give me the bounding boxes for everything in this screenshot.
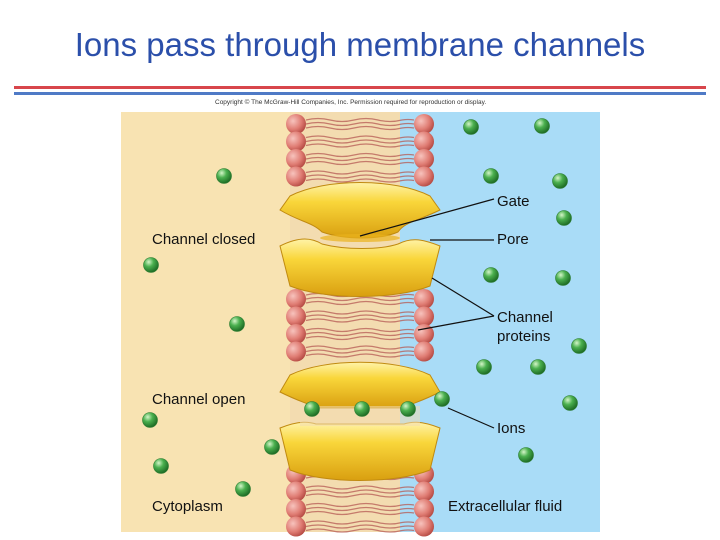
lipid-tail	[305, 310, 415, 315]
lipid-head	[414, 306, 434, 327]
lipid-tail	[305, 117, 415, 123]
lipid-tail	[305, 160, 415, 166]
lipid-head	[286, 166, 306, 187]
label-ions: Ions	[497, 420, 526, 437]
lipid-tail	[305, 349, 415, 354]
lipid-tail	[305, 489, 415, 494]
lipid-tail	[305, 156, 415, 162]
ion	[264, 439, 280, 455]
ion	[534, 118, 550, 134]
lipid-tail	[305, 327, 415, 333]
lipid-tail	[305, 528, 415, 533]
lipid-tail	[305, 139, 415, 144]
lipid-tail	[305, 345, 415, 350]
lipid-tail	[305, 296, 415, 302]
lipid-tail	[305, 300, 415, 306]
lipid-head	[414, 149, 434, 169]
label-channel-closed: Channel closed	[152, 231, 256, 248]
ion	[530, 359, 546, 375]
lipid-tail	[305, 331, 415, 337]
lipid-head	[414, 166, 434, 187]
lipid-tail	[305, 143, 415, 148]
channel-protein-open	[279, 361, 441, 481]
lipid-head	[286, 289, 306, 309]
channel-protein-closed	[279, 182, 441, 297]
ion	[552, 173, 568, 189]
lipid-tail	[305, 178, 415, 183]
lipid-head	[286, 481, 306, 502]
lipid-tail	[305, 524, 415, 529]
ion	[400, 401, 416, 417]
lipid-tail	[305, 170, 415, 175]
lipid-head	[286, 499, 306, 519]
ion	[555, 270, 571, 286]
ion	[556, 210, 572, 226]
ion	[571, 338, 587, 354]
title-divider-blue	[14, 92, 706, 95]
leader-lines	[359, 198, 495, 429]
lipid-head	[414, 324, 434, 344]
label-cytoplasm: Cytoplasm	[152, 498, 223, 515]
lipid-tail	[305, 314, 415, 319]
lipid-tail	[305, 485, 415, 490]
label-channel-proteins-1: Channel	[497, 309, 553, 326]
ion	[229, 316, 245, 332]
ion	[562, 395, 578, 411]
ion	[463, 119, 479, 135]
lipid-head	[414, 114, 434, 134]
label-gate: Gate	[497, 193, 530, 210]
lipid-tail	[305, 353, 415, 358]
lipid-head	[286, 341, 306, 362]
lipid-tail	[305, 335, 415, 341]
ion	[483, 168, 499, 184]
lipid-tail	[305, 121, 415, 127]
lipid-tail	[305, 152, 415, 158]
lipid-tail	[305, 493, 415, 498]
lipid-heads	[286, 114, 434, 537]
title-divider-red	[14, 86, 706, 89]
ion	[483, 267, 499, 283]
ion	[434, 391, 450, 407]
lipid-tail	[305, 135, 415, 140]
lipid-head	[414, 516, 434, 537]
lipid-head	[286, 306, 306, 327]
ion	[142, 412, 158, 428]
lipid-head	[414, 341, 434, 362]
lipid-tail	[305, 506, 415, 512]
lipid-tail	[305, 502, 415, 508]
lipid-head	[286, 131, 306, 152]
lipid-tail	[305, 510, 415, 516]
ion	[476, 359, 492, 375]
lipid-head	[286, 516, 306, 537]
ion	[304, 401, 320, 417]
label-channel-open: Channel open	[152, 391, 246, 408]
lipid-head	[414, 289, 434, 309]
label-pore: Pore	[497, 231, 529, 248]
label-channel-proteins-2: proteins	[497, 328, 551, 345]
lipid-head	[414, 481, 434, 502]
ion	[153, 458, 169, 474]
slide-title: Ions pass through membrane channels	[74, 26, 646, 63]
lipid-tail	[305, 125, 415, 131]
lipid-tail	[305, 318, 415, 323]
lipid-head	[286, 114, 306, 134]
ion	[143, 257, 159, 273]
lipid-head	[286, 324, 306, 344]
lipid-head	[414, 499, 434, 519]
ion	[216, 168, 232, 184]
lipid-tail	[305, 520, 415, 525]
label-extracellular-fluid: Extracellular fluid	[448, 498, 563, 515]
lipid-head	[286, 149, 306, 169]
lipid-tail	[305, 174, 415, 179]
ion	[518, 447, 534, 463]
copyright-notice: Copyright © The McGraw-Hill Companies, I…	[215, 99, 487, 106]
ions	[142, 118, 587, 497]
ion	[235, 481, 251, 497]
ion	[354, 401, 370, 417]
lipid-head	[414, 131, 434, 152]
